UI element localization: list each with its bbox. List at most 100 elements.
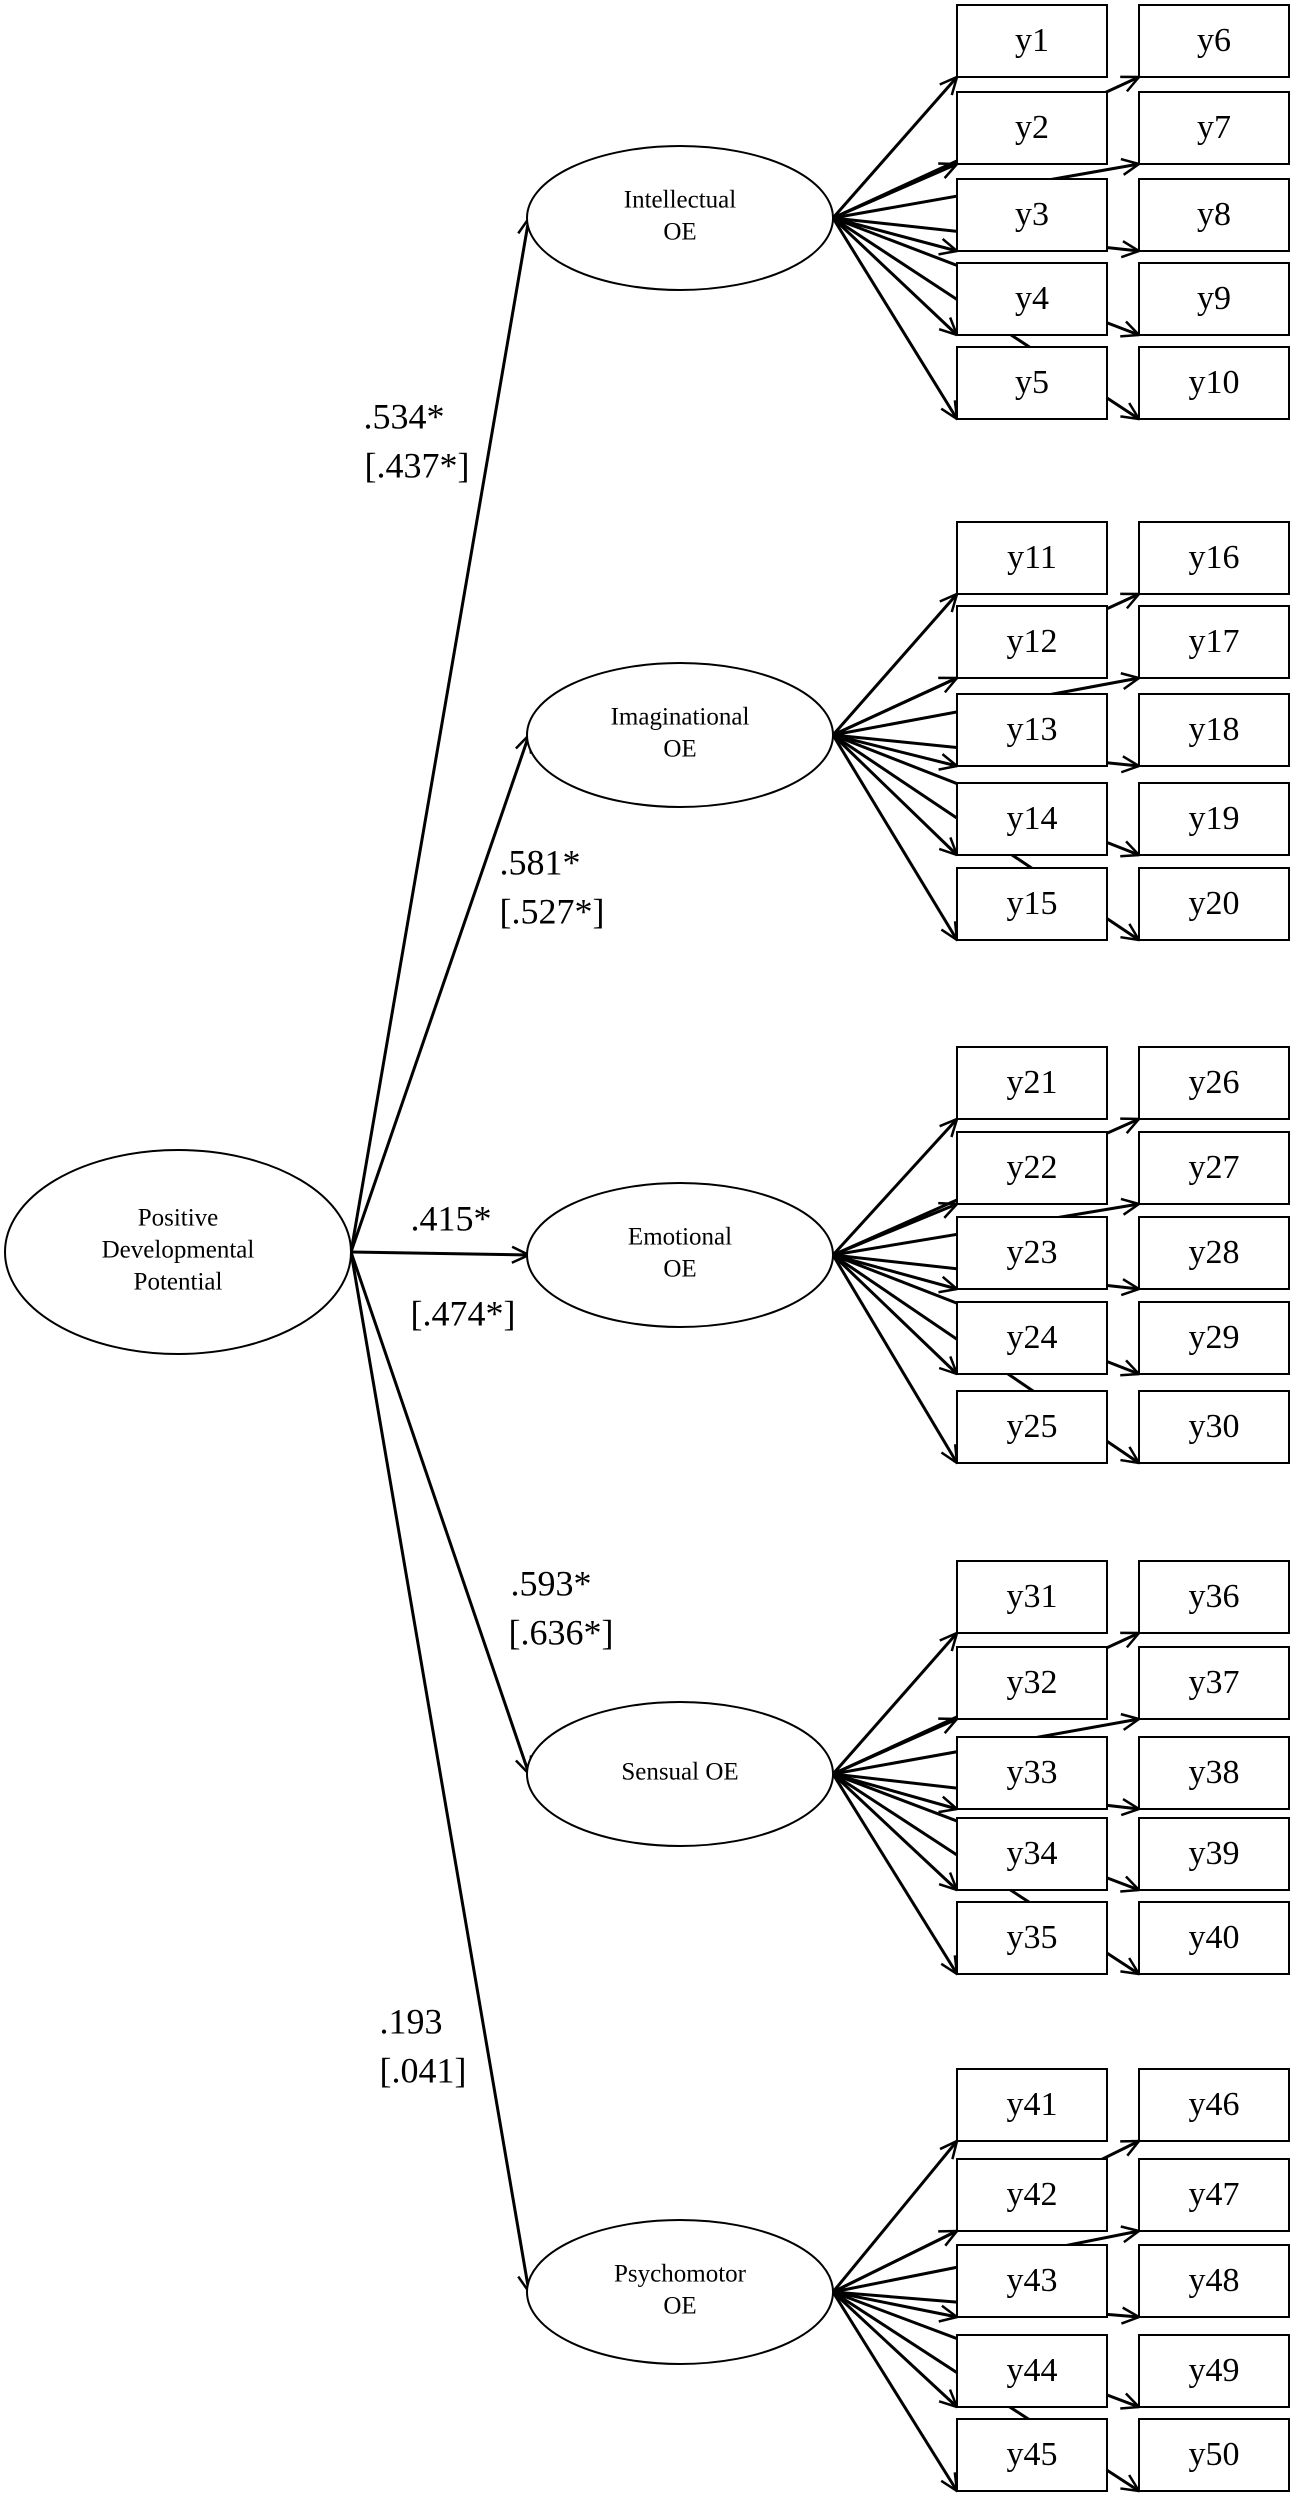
loading-arrow-y23 <box>832 1253 957 1289</box>
path-coefficient-emotional: .415* <box>411 1198 492 1238</box>
indicator-rect <box>1138 2418 1290 2492</box>
indicator-label: y50 <box>1189 2436 1240 2473</box>
indicator-label: y15 <box>1007 885 1058 922</box>
indicator-rect <box>1138 1901 1290 1975</box>
path-coefficient-psychomotor: .193 <box>380 2001 443 2041</box>
indicator-box-y1: y1 <box>956 4 1108 78</box>
path-arrow-psychomotor <box>349 1251 529 2292</box>
loading-arrow-y15 <box>831 734 957 940</box>
indicator-rect <box>956 2334 1108 2408</box>
indicator-box-y28: y28 <box>1138 1216 1290 1290</box>
indicator-rect <box>1138 178 1290 252</box>
factor-ellipse <box>526 145 834 291</box>
indicator-label: y3 <box>1015 196 1049 233</box>
loading-arrow-y31 <box>831 1633 957 1775</box>
indicator-label: y46 <box>1189 2086 1240 2123</box>
path-arrow-intellectual <box>349 218 529 1253</box>
indicator-label: y32 <box>1007 1664 1058 1701</box>
factor-label-line: OE <box>663 219 696 246</box>
indicator-box-y41: y41 <box>956 2068 1108 2142</box>
path-coefficient-alt-imaginational: [.527*] <box>500 891 605 931</box>
indicator-box-y16: y16 <box>1138 521 1290 595</box>
indicator-box-y33: y33 <box>956 1736 1108 1810</box>
indicator-rect <box>956 1046 1108 1120</box>
indicator-box-y3: y3 <box>956 178 1108 252</box>
indicator-rect <box>1138 2158 1290 2232</box>
path-coefficient-alt-emotional: [.474*] <box>411 1293 516 1333</box>
path-arrow-sensual <box>349 1251 529 1774</box>
indicator-label: y42 <box>1007 2176 1058 2213</box>
factor-label-line: Intellectual <box>624 187 736 214</box>
indicator-label: y37 <box>1189 1664 1240 1701</box>
indicator-box-y5: y5 <box>956 346 1108 420</box>
indicator-box-y34: y34 <box>956 1817 1108 1891</box>
loading-arrow-y41 <box>831 2141 957 2293</box>
indicator-rect <box>956 1901 1108 1975</box>
indicator-rect <box>1138 1390 1290 1464</box>
indicator-rect <box>1138 4 1290 78</box>
indicator-label: y45 <box>1007 2436 1058 2473</box>
indicator-label: y17 <box>1189 623 1240 660</box>
indicator-rect <box>956 262 1108 336</box>
loading-arrow-y3 <box>832 216 957 251</box>
indicator-label: y40 <box>1189 1919 1240 1956</box>
indicator-rect <box>956 1646 1108 1720</box>
indicator-box-y32: y32 <box>956 1646 1108 1720</box>
indicator-rect <box>956 867 1108 941</box>
loading-arrow-y33 <box>832 1772 957 1809</box>
root-label-line: Potential <box>134 1269 223 1296</box>
indicator-rect <box>956 693 1108 767</box>
indicator-label: y44 <box>1007 2352 1058 2389</box>
indicator-box-y29: y29 <box>1138 1301 1290 1375</box>
indicator-rect <box>1138 262 1290 336</box>
indicator-rect <box>956 1216 1108 1290</box>
indicator-label: y20 <box>1189 885 1240 922</box>
loading-arrow-y35 <box>831 1773 957 1974</box>
path-coefficient-alt-sensual: [.636*] <box>509 1612 614 1652</box>
factor-label-line: Imaginational <box>611 704 750 731</box>
indicator-box-y2: y2 <box>956 91 1108 165</box>
indicator-box-y17: y17 <box>1138 605 1290 679</box>
indicator-rect <box>956 91 1108 165</box>
indicator-label: y13 <box>1007 711 1058 748</box>
factor-label-line: OE <box>663 1256 696 1283</box>
indicator-box-y42: y42 <box>956 2158 1108 2232</box>
loading-arrow-y44 <box>831 2290 957 2407</box>
indicator-label: y28 <box>1189 1234 1240 1271</box>
indicator-label: y30 <box>1189 1408 1240 1445</box>
loading-arrow-y14 <box>831 733 957 855</box>
indicator-rect <box>1138 521 1290 595</box>
indicator-box-y47: y47 <box>1138 2158 1290 2232</box>
indicator-box-y27: y27 <box>1138 1131 1290 1205</box>
indicator-rect <box>956 1301 1108 1375</box>
root-label-line: Developmental <box>102 1237 255 1264</box>
indicator-label: y49 <box>1189 2352 1240 2389</box>
indicator-box-y14: y14 <box>956 782 1108 856</box>
indicator-label: y7 <box>1197 109 1231 146</box>
indicator-label: y29 <box>1189 1319 1240 1356</box>
indicator-label: y47 <box>1189 2176 1240 2213</box>
indicator-rect <box>1138 1301 1290 1375</box>
indicator-box-y21: y21 <box>956 1046 1108 1120</box>
factor-label-line: Emotional <box>628 1224 732 1251</box>
indicator-label: y14 <box>1007 800 1058 837</box>
indicator-label: y24 <box>1007 1319 1058 1356</box>
indicator-label: y5 <box>1015 364 1049 401</box>
factor-label-line: OE <box>663 736 696 763</box>
loading-arrow-y13 <box>832 733 957 766</box>
indicator-rect <box>1138 1216 1290 1290</box>
indicator-box-y25: y25 <box>956 1390 1108 1464</box>
indicator-box-y4: y4 <box>956 262 1108 336</box>
indicator-box-y23: y23 <box>956 1216 1108 1290</box>
indicator-box-y18: y18 <box>1138 693 1290 767</box>
indicator-rect <box>1138 2244 1290 2318</box>
indicator-box-y31: y31 <box>956 1560 1108 1634</box>
indicator-box-y7: y7 <box>1138 91 1290 165</box>
indicator-rect <box>1138 2068 1290 2142</box>
indicator-label: y25 <box>1007 1408 1058 1445</box>
loading-arrow-y21 <box>831 1119 957 1257</box>
path-coefficient-alt-psychomotor: [.041] <box>380 2050 467 2090</box>
